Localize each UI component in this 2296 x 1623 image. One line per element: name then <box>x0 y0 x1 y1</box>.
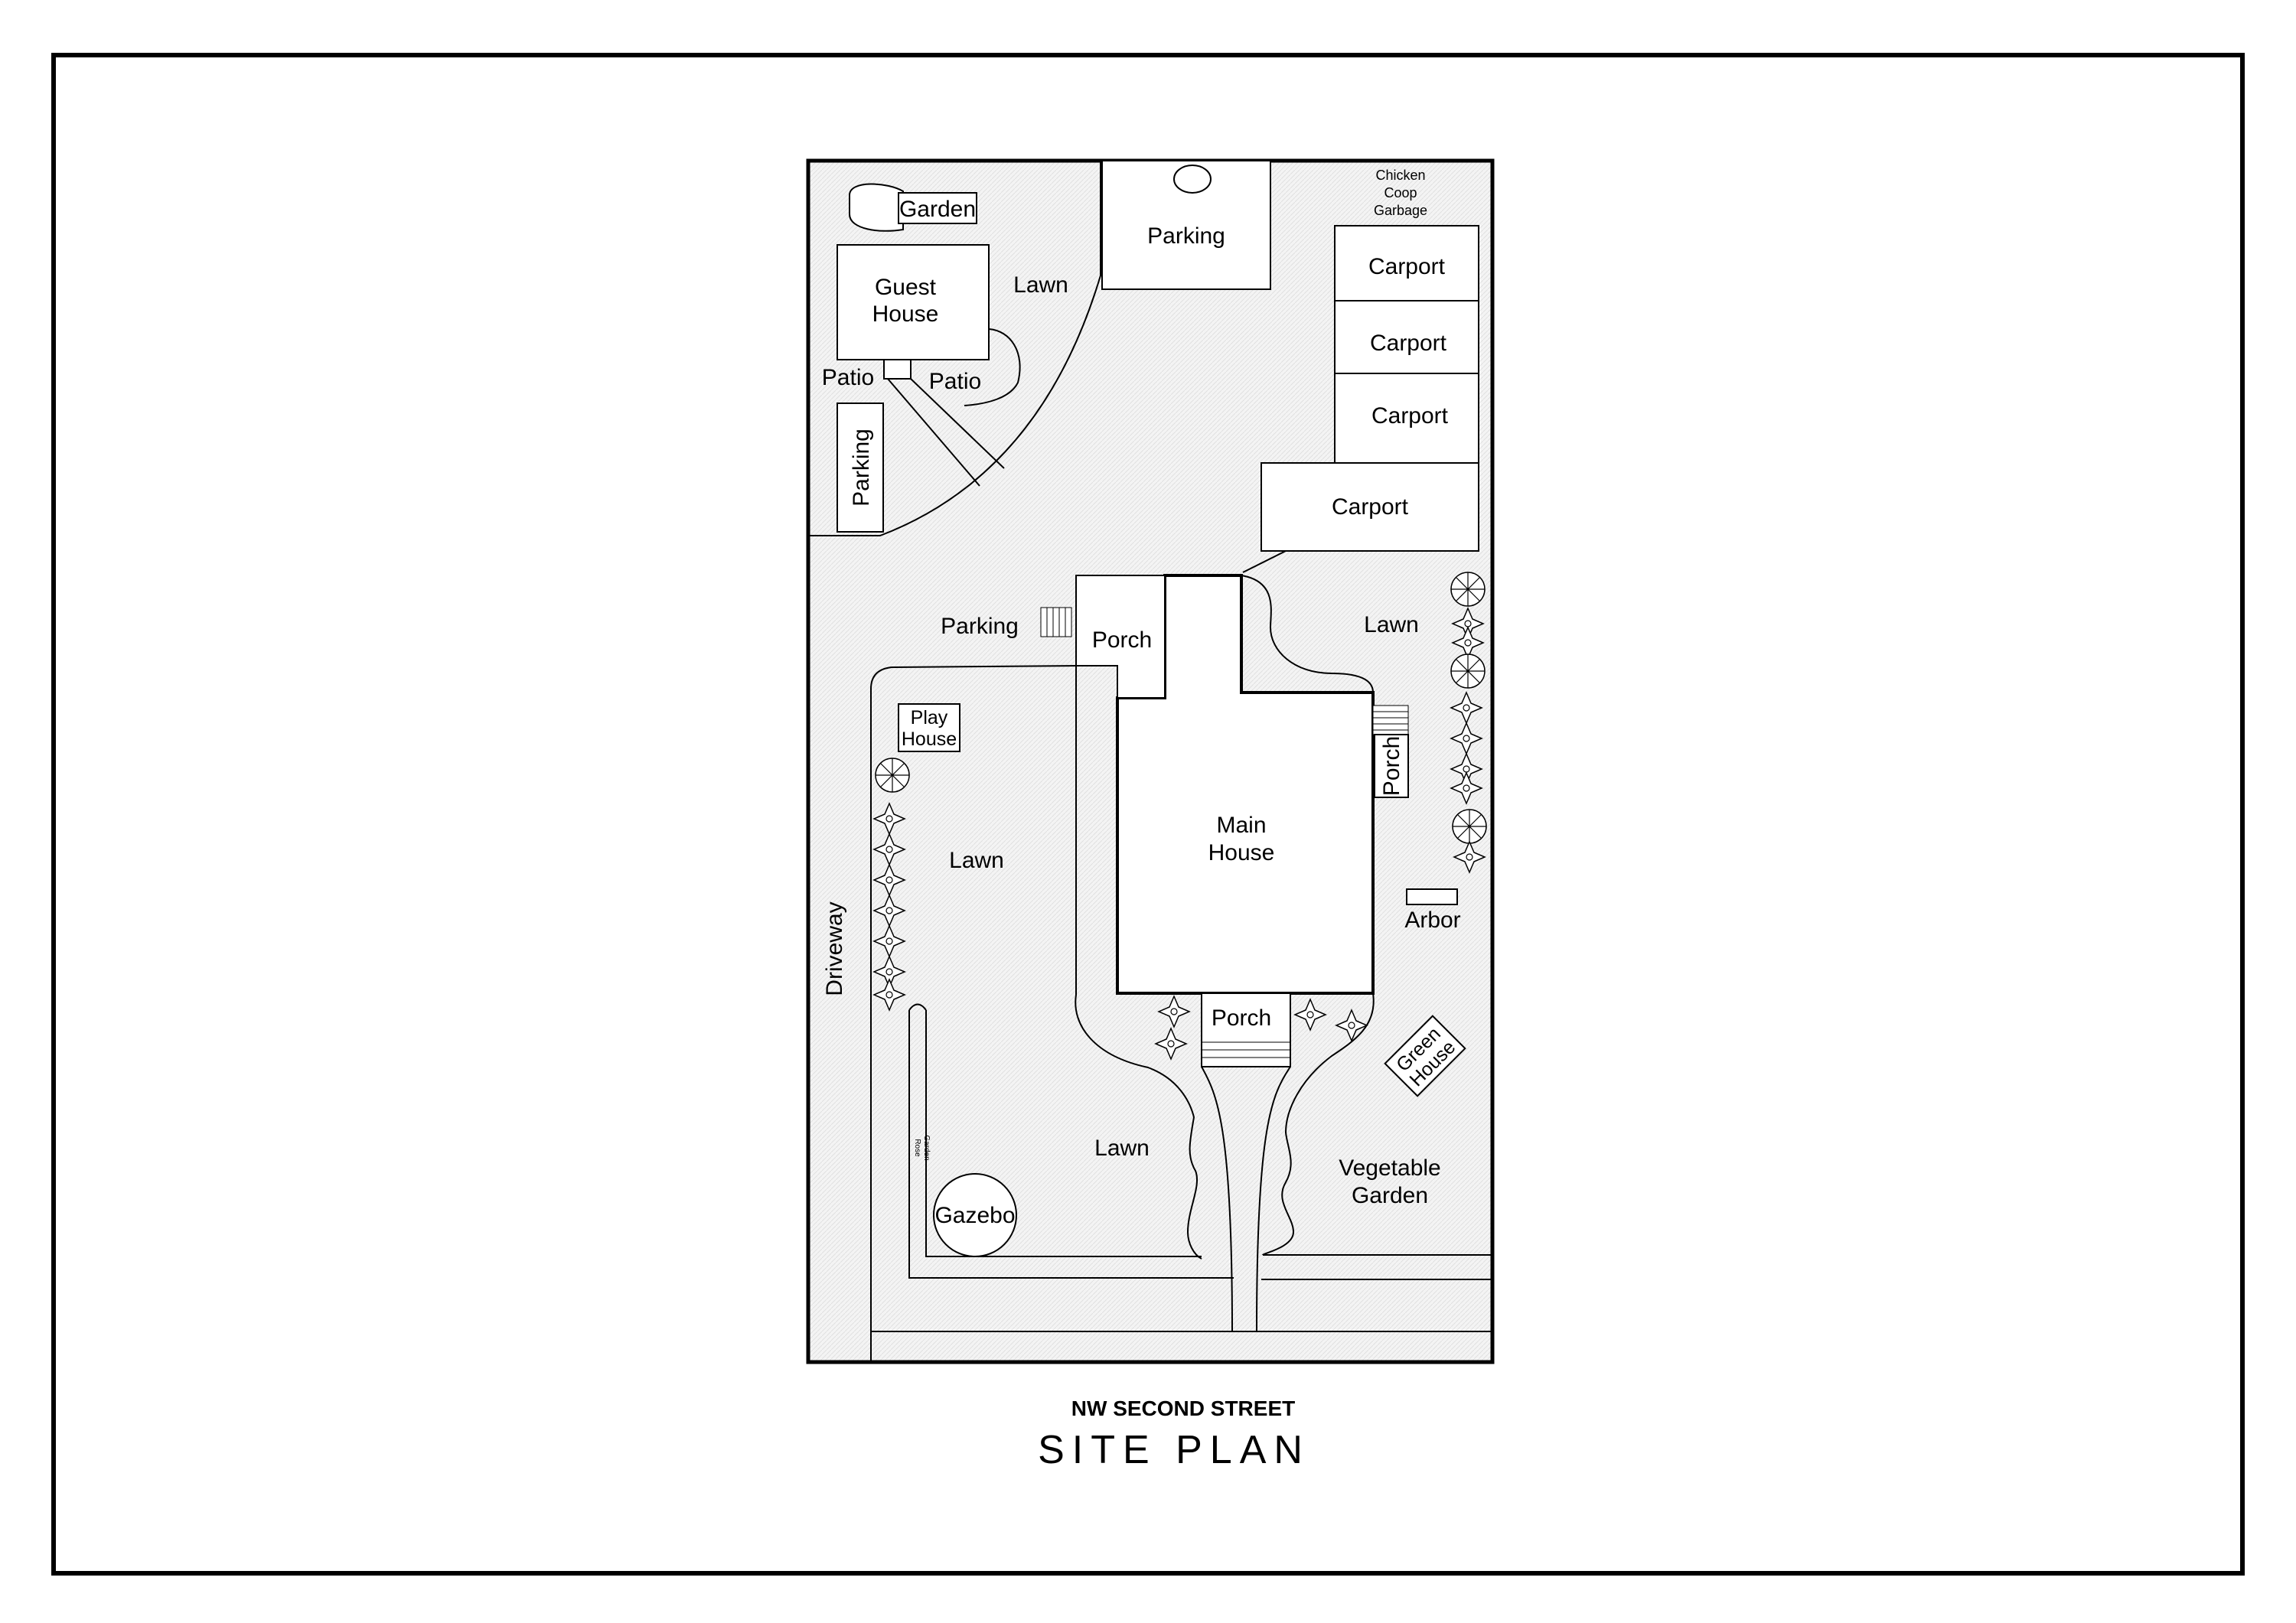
rose-garden-label-1: Rose <box>913 1139 921 1157</box>
driveway-label: Driveway <box>822 901 847 996</box>
carport-3-label: Carport <box>1371 403 1449 429</box>
lawn-nw-label: Lawn <box>1013 272 1068 298</box>
south-walk <box>1201 1066 1291 1332</box>
play-house-label-1: Play <box>911 707 948 728</box>
east-curve <box>1241 575 1374 693</box>
page-title: SITE PLAN <box>1038 1428 1310 1472</box>
garden-label: Garden <box>899 197 976 222</box>
guest-house-label-1: Guest <box>875 275 937 300</box>
east-walk-curve <box>1262 992 1375 1256</box>
carport-4-label: Carport <box>1332 494 1409 520</box>
parking-top-marker <box>1173 165 1212 194</box>
steps-north <box>1040 607 1072 637</box>
gazebo-label: Gazebo <box>934 1203 1015 1228</box>
porch-south <box>1201 992 1291 1067</box>
lawn-arc <box>808 161 1101 536</box>
porch-east-label: Porch <box>1379 736 1404 796</box>
coop-label: Coop <box>1384 185 1417 200</box>
driveway <box>870 665 1077 1362</box>
patio-small <box>883 359 912 380</box>
carport-4 <box>1261 462 1479 552</box>
porch-north <box>1075 575 1166 699</box>
guest-house <box>837 244 990 360</box>
vegetable-garden-label-1: Vegetable <box>1339 1155 1440 1181</box>
carport-connector <box>1242 550 1287 573</box>
rose-garden-strip <box>908 1010 1234 1279</box>
guest-walk <box>887 378 1005 487</box>
patio-right <box>964 328 1021 406</box>
south-fence <box>1261 1254 1492 1280</box>
garden-box <box>898 192 977 224</box>
steps-south <box>1202 1041 1290 1058</box>
parking-guest-label: Parking <box>849 429 874 507</box>
main-house-label-1: Main <box>1216 813 1266 838</box>
rose-garden-cap <box>908 1003 927 1011</box>
main-house-label-2: House <box>1208 840 1275 865</box>
sheet-border <box>51 53 2245 1576</box>
rose-garden-label-2: Garden <box>922 1135 931 1160</box>
parking-top-label: Parking <box>1147 223 1225 249</box>
porch-south-label: Porch <box>1212 1005 1271 1031</box>
porch-north-label: Porch <box>1092 627 1152 653</box>
play-house-label-2: House <box>902 728 957 750</box>
gazebo <box>933 1173 1017 1257</box>
vegetable-garden-label-2: Garden <box>1352 1183 1428 1208</box>
guest-house-label-2: House <box>872 301 939 327</box>
carport-1 <box>1334 225 1479 301</box>
parking-main-label: Parking <box>941 614 1019 639</box>
carport-2-label: Carport <box>1370 331 1447 356</box>
arbor <box>1406 888 1458 905</box>
porch-east <box>1374 734 1409 798</box>
garbage-label: Garbage <box>1374 203 1427 218</box>
lawn-east-label: Lawn <box>1364 612 1419 637</box>
parking-guest <box>837 402 884 533</box>
lawn-south-label: Lawn <box>1094 1136 1150 1161</box>
arbor-label: Arbor <box>1404 908 1460 933</box>
lawn-west-label: Lawn <box>949 848 1004 873</box>
patio-left-label: Patio <box>822 365 874 390</box>
garden-bed <box>849 183 904 232</box>
street-label: NW SECOND STREET <box>1071 1396 1295 1420</box>
play-house <box>898 703 960 752</box>
patio-right-label: Patio <box>929 369 981 394</box>
chicken-label: Chicken <box>1375 168 1425 183</box>
carport-1-label: Carport <box>1368 254 1446 279</box>
west-walk <box>1075 575 1202 1260</box>
steps-east <box>1372 705 1409 735</box>
